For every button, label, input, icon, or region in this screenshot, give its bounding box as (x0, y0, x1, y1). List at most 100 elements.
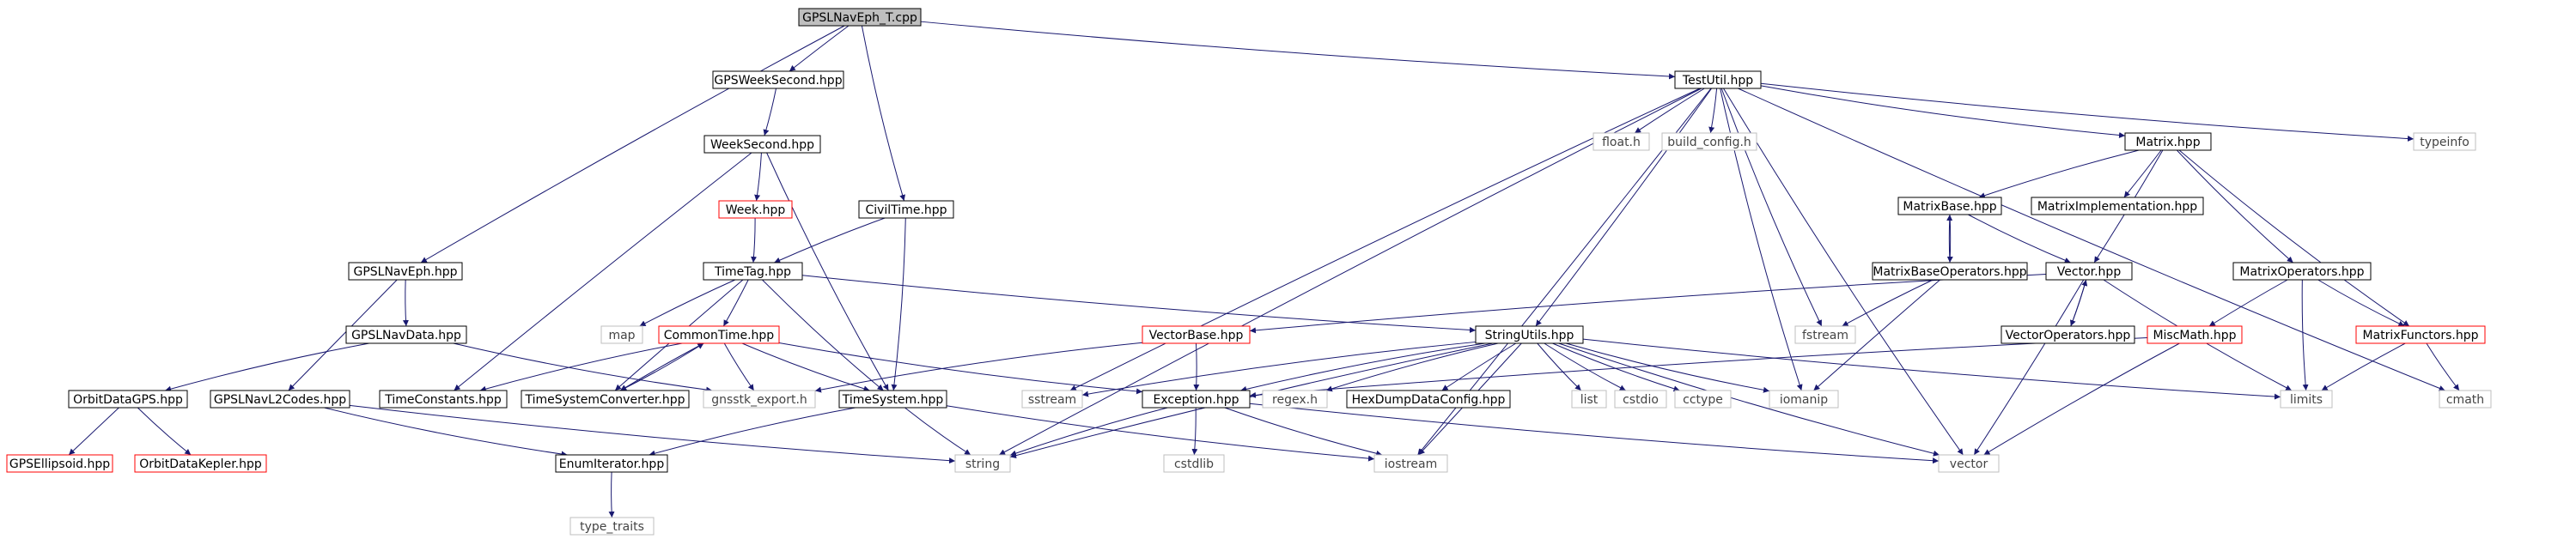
edge-gpslnavl2codes-hpp-to-string (349, 404, 956, 464)
node-label: gnsstk_export.h (711, 393, 807, 407)
node-orbitdatagps-hpp[interactable]: OrbitDataGPS.hpp (68, 390, 188, 409)
node-timetag-hpp[interactable]: TimeTag.hpp (703, 262, 803, 281)
node-matriximplementation-hpp[interactable]: MatrixImplementation.hpp (2031, 197, 2204, 215)
node-matrix-hpp[interactable]: Matrix.hpp (2124, 132, 2212, 151)
node-week-hpp[interactable]: Week.hpp (718, 200, 793, 219)
node-box (600, 325, 643, 344)
node-label: sstream (1028, 393, 1076, 407)
node-label: build_config.h (1667, 136, 1751, 149)
node-string: string (954, 454, 1011, 473)
node-gpslnaveph-t-cpp: GPSLNavEph_T.cpp (798, 8, 922, 27)
node-testutil-hpp[interactable]: TestUtil.hpp (1674, 70, 1762, 89)
node-label: HexDumpDataConfig.hpp (1352, 393, 1506, 407)
node-gpslnavl2codes-hpp[interactable]: GPSLNavL2Codes.hpp (210, 390, 350, 409)
node-stringutils-hpp[interactable]: StringUtils.hpp (1475, 325, 1584, 344)
edge-timesystem-hpp-to-string (904, 407, 971, 456)
edge-orbitdatagps-hpp-to-orbitdatakepler-hpp (137, 407, 192, 456)
edge-timetag-hpp-to-stringutils-hpp (801, 275, 1477, 333)
node-timesystemconverter-hpp[interactable]: TimeSystemConverter.hpp (521, 390, 690, 409)
edge-commontime-hpp-to-timeconstants-hpp (479, 342, 683, 392)
node-box (1614, 390, 1667, 409)
edge-vector-hpp-to-vector (1973, 279, 2085, 456)
node-label: CivilTime.hpp (865, 203, 947, 217)
node-iomanip: iomanip (1769, 390, 1839, 409)
node-box (1674, 70, 1762, 89)
node-matrixoperators-hpp[interactable]: MatrixOperators.hpp (2232, 262, 2372, 281)
node-vector-hpp[interactable]: Vector.hpp (2045, 262, 2133, 281)
edge-gpslnaveph-hpp-to-gpslnavl2codes-hpp (288, 279, 398, 391)
node-label: MiscMath.hpp (2153, 329, 2236, 342)
edge-exception-hpp-to-string (1009, 407, 1168, 457)
node-limits: limits (2280, 390, 2333, 409)
node-miscmath-hpp[interactable]: MiscMath.hpp (2147, 325, 2243, 344)
node-timesystem-hpp[interactable]: TimeSystem.hpp (838, 390, 947, 409)
edge-matrixoperators-hpp-to-matrixfunctors-hpp (2317, 279, 2405, 327)
node-gpsweeksecond-hpp[interactable]: GPSWeekSecond.hpp (712, 70, 844, 89)
node-gpslnaveph-hpp[interactable]: GPSLNavEph.hpp (348, 262, 463, 281)
node-box (1674, 390, 1732, 409)
edge-testutil-hpp-to-fstream (1720, 88, 1823, 327)
edge-testutil-hpp-to-stringutils-hpp (1535, 88, 1713, 327)
node-box (1592, 132, 1650, 151)
node-box (1142, 390, 1251, 409)
node-vectoroperators-hpp[interactable]: VectorOperators.hpp (2001, 325, 2135, 344)
node-orbitdatakepler-hpp[interactable]: OrbitDataKepler.hpp (134, 454, 267, 473)
edge-civiltime-hpp-to-timetag-hpp (774, 217, 886, 263)
edge-testutil-hpp-to-sstream (1069, 88, 1701, 391)
edge-week-hpp-to-timetag-hpp (751, 217, 758, 263)
node-box (555, 454, 668, 473)
edge-timesystemconverter-hpp-to-commontime-hpp (619, 342, 704, 391)
edge-exception-hpp-to-vector (1249, 403, 1940, 464)
node-vectorbase-hpp[interactable]: VectorBase.hpp (1142, 325, 1251, 344)
node-sstream: sstream (1021, 390, 1083, 409)
node-map: map (600, 325, 643, 344)
node-box (1872, 262, 2028, 281)
node-label: list (1580, 393, 1599, 407)
node-box (379, 390, 508, 409)
edge-gpslnaveph-t-cpp-to-testutil-hpp (920, 21, 1676, 80)
node-matrixbaseoperators-hpp[interactable]: MatrixBaseOperators.hpp (1872, 262, 2028, 281)
node-label: Exception.hpp (1154, 393, 1239, 407)
edge-gpslnavl2codes-hpp-to-enumiterator-hpp (324, 407, 568, 457)
edge-commontime-hpp-to-timesystemconverter-hpp (619, 342, 704, 391)
edge-gpslnaveph-t-cpp-to-civiltime-hpp (861, 25, 905, 202)
node-box (658, 325, 780, 344)
node-timeconstants-hpp[interactable]: TimeConstants.hpp (379, 390, 508, 409)
node-label: MatrixBaseOperators.hpp (1873, 265, 2026, 279)
node-label: StringUtils.hpp (1485, 329, 1574, 342)
node-label: cstdlib (1174, 457, 1214, 471)
edge-testutil-hpp-to-iomanip (1720, 88, 1803, 391)
node-civiltime-hpp[interactable]: CivilTime.hpp (858, 200, 954, 219)
node-box (6, 454, 113, 473)
node-exception-hpp[interactable]: Exception.hpp (1142, 390, 1251, 409)
edge-orbitdatagps-hpp-to-gpsellipsoid-hpp (68, 407, 119, 456)
edge-matrixoperators-hpp-to-limits (2301, 279, 2309, 391)
node-gpslnavdata-hpp[interactable]: GPSLNavData.hpp (345, 325, 467, 344)
node-commontime-hpp[interactable]: CommonTime.hpp (658, 325, 780, 344)
node-hexdumpdataconfig-hpp[interactable]: HexDumpDataConfig.hpp (1346, 390, 1511, 409)
node-box (1794, 325, 1856, 344)
node-gpsellipsoid-hpp[interactable]: GPSEllipsoid.hpp (6, 454, 113, 473)
edge-exception-hpp-to-cstdlib (1191, 407, 1198, 456)
node-enumiterator-hpp[interactable]: EnumIterator.hpp (555, 454, 668, 473)
node-label: float.h (1602, 136, 1641, 149)
edge-matrix-hpp-to-matrixoperators-hpp (2176, 149, 2294, 263)
edge-gpslnaveph-t-cpp-to-gpsweeksecond-hpp (789, 25, 850, 72)
node-matrixfunctors-hpp[interactable]: MatrixFunctors.hpp (2355, 325, 2486, 344)
node-box (2001, 325, 2135, 344)
node-box (2439, 390, 2492, 409)
node-label: TimeTag.hpp (714, 265, 791, 279)
node-box (1142, 325, 1251, 344)
node-gnsstk-export-h: gnsstk_export.h (703, 390, 816, 409)
node-matrixbase-hpp[interactable]: MatrixBase.hpp (1897, 197, 2002, 215)
node-label: MatrixFunctors.hpp (2362, 329, 2478, 342)
edge-matrix-hpp-to-matriximplementation-hpp (2123, 149, 2162, 198)
node-box (2413, 132, 2476, 151)
node-weeksecond-hpp[interactable]: WeekSecond.hpp (703, 135, 821, 154)
edge-commontime-hpp-to-gnsstk-export-h (723, 342, 755, 391)
node-label: GPSLNavL2Codes.hpp (214, 393, 346, 407)
edge-testutil-hpp-to-typeinfo (1760, 82, 2415, 142)
edge-timesystem-hpp-to-enumiterator-hpp (649, 407, 856, 457)
edge-timetag-hpp-to-timesystem-hpp (762, 279, 884, 391)
